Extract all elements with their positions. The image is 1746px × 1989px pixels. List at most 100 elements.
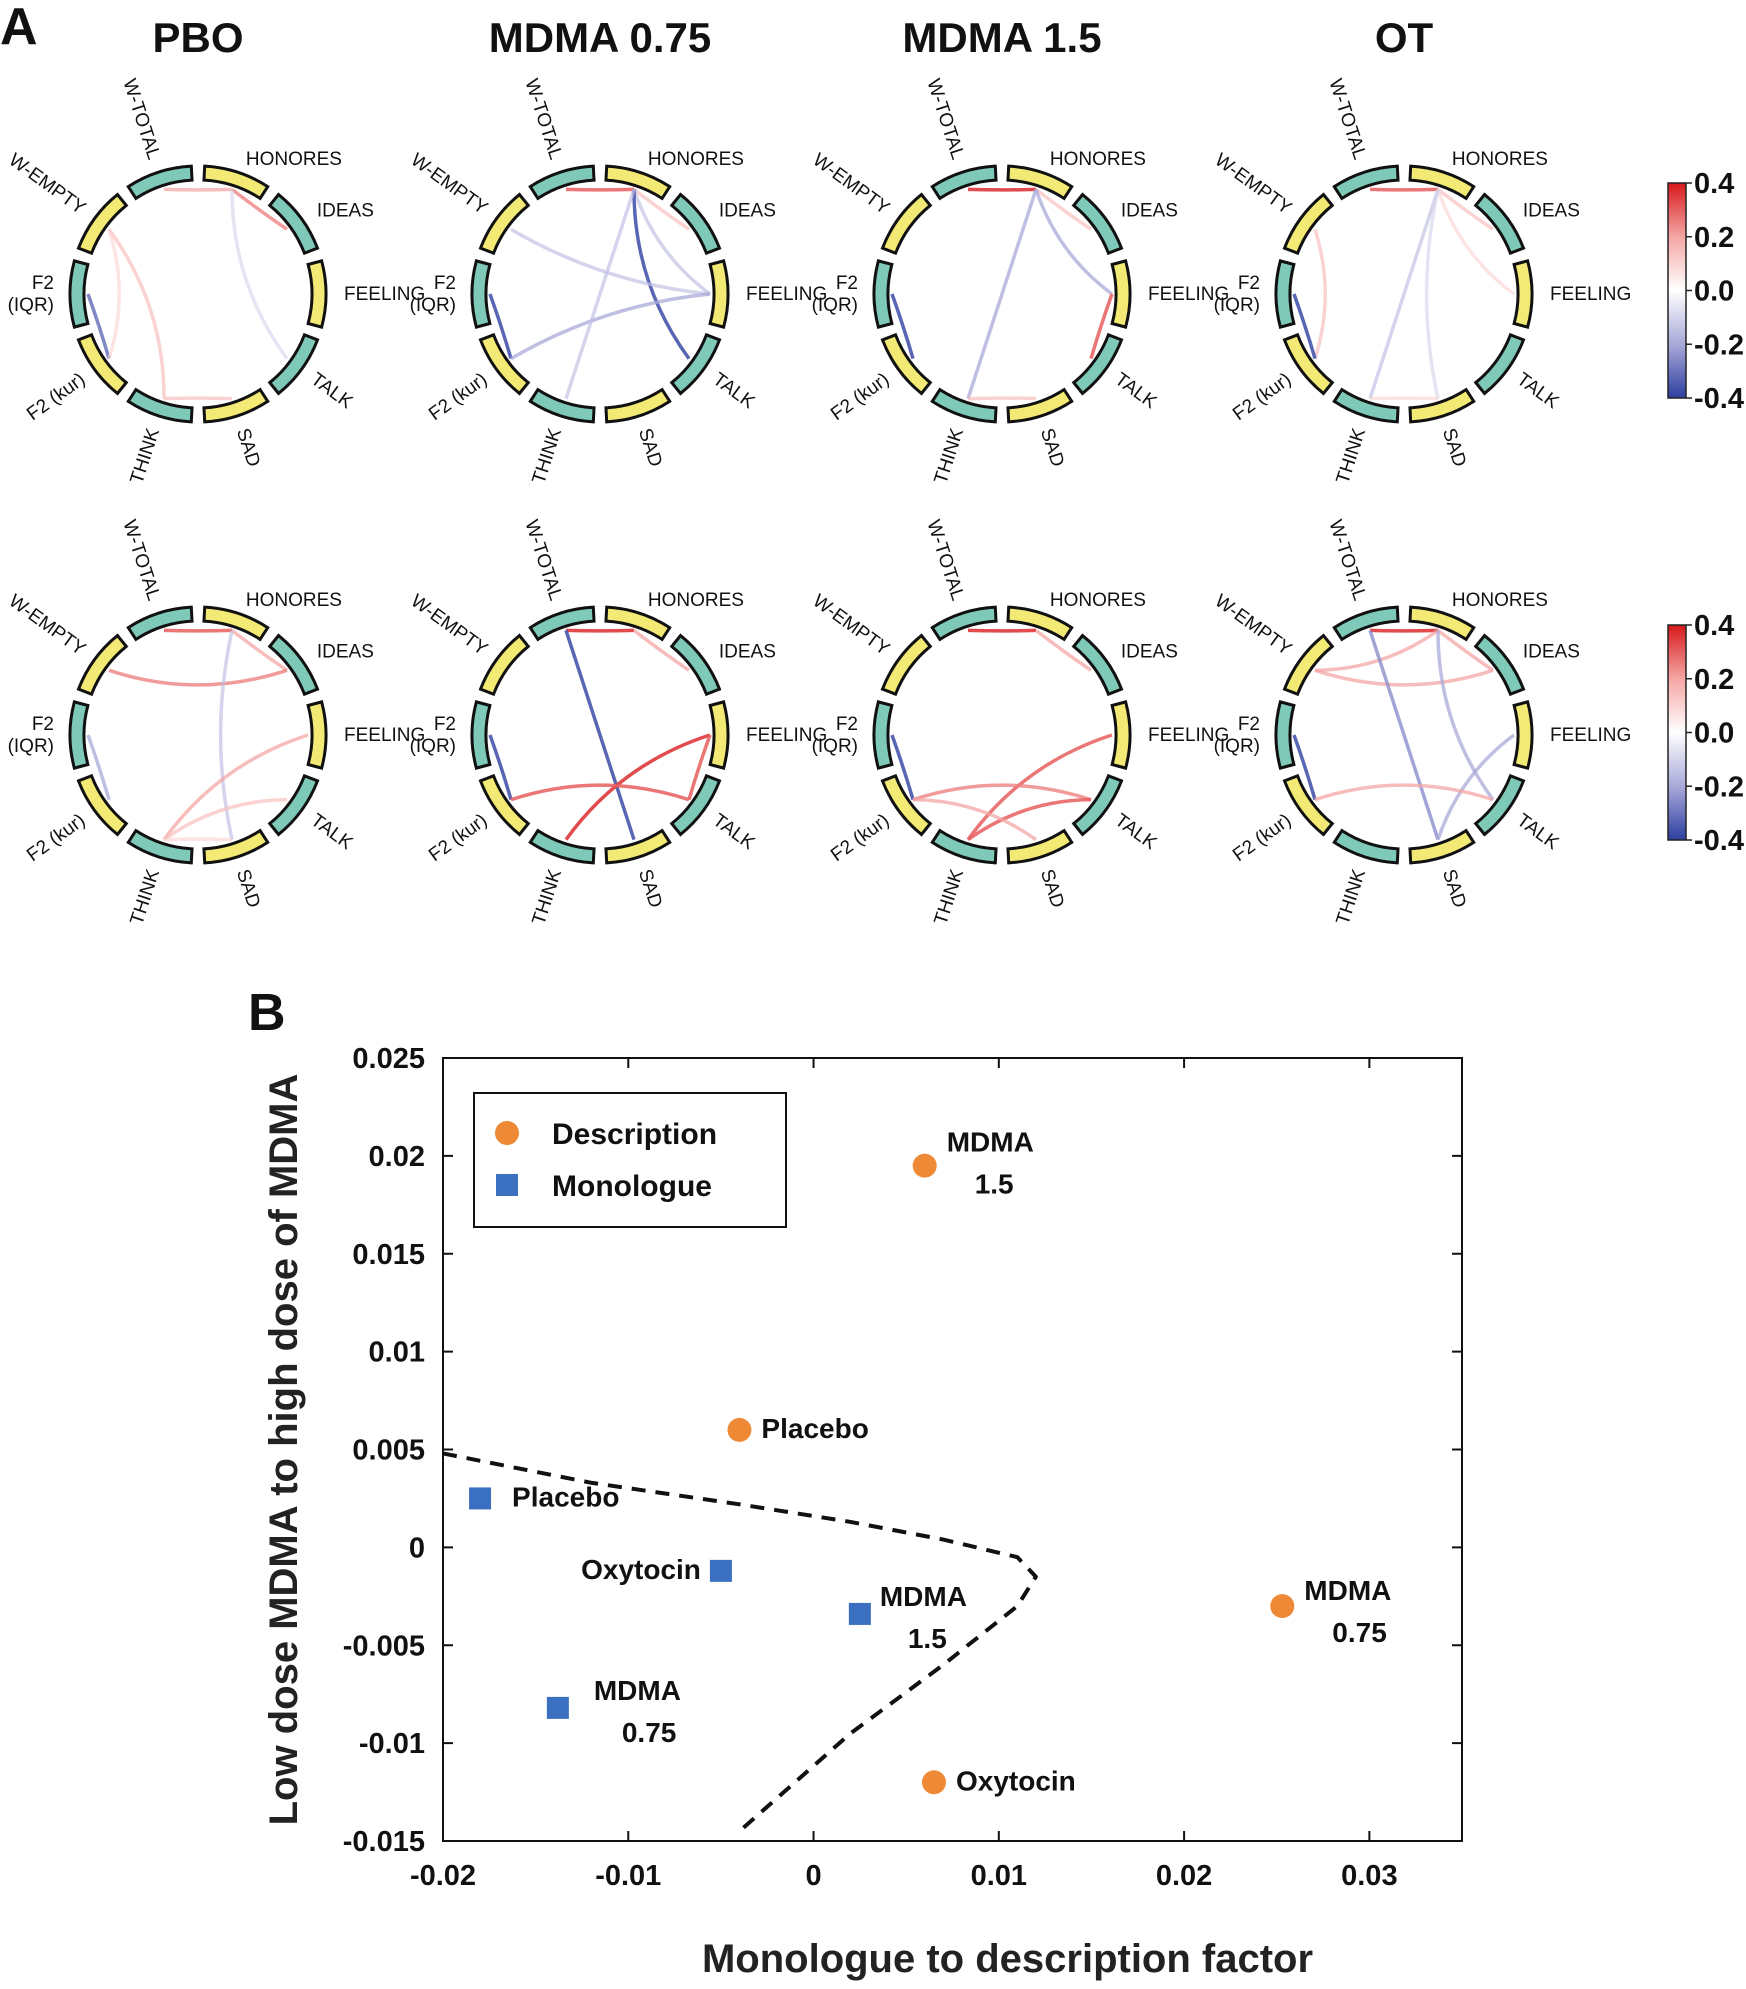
node-label: THINK xyxy=(529,425,567,486)
node-label: TALK xyxy=(709,810,759,854)
node-label: FEELING xyxy=(746,725,827,746)
legend xyxy=(473,1092,787,1228)
chord-link xyxy=(163,628,233,633)
x-tick-label: 0 xyxy=(805,1860,821,1892)
node-segment xyxy=(1408,164,1476,201)
condition-title: PBO xyxy=(152,14,243,61)
decision-boundary xyxy=(442,1451,1038,1833)
node-label: FEELING xyxy=(746,284,827,305)
y-tick-label: 0.015 xyxy=(352,1239,425,1271)
node-label: F2(IQR) xyxy=(8,273,54,316)
node-label: IDEAS xyxy=(1523,201,1580,222)
x-tick-label: 0.01 xyxy=(971,1860,1027,1892)
node-segment xyxy=(1006,605,1074,642)
node-label: W-EMPTY xyxy=(407,591,492,661)
chord-link xyxy=(108,668,288,687)
node-segment xyxy=(528,164,596,201)
node-segment xyxy=(880,633,933,697)
node-segment xyxy=(470,700,492,770)
colorbar-tick-label: 0.2 xyxy=(1694,664,1734,696)
chord-link xyxy=(966,733,1113,841)
panel-b-label: B xyxy=(248,984,286,1042)
node-segment xyxy=(880,332,933,396)
node-segment xyxy=(708,259,730,329)
chord-link xyxy=(1089,293,1114,360)
node-segment xyxy=(528,387,596,424)
chord-link xyxy=(162,733,309,841)
node-label: W-TOTAL xyxy=(922,517,968,603)
y-tick-label: -0.005 xyxy=(343,1630,425,1662)
node-segment xyxy=(68,700,90,770)
node-segment xyxy=(470,259,492,329)
chord-link xyxy=(1314,668,1494,687)
x-tick-label: 0.03 xyxy=(1341,1860,1397,1892)
y-tick-label: 0.02 xyxy=(369,1141,425,1173)
node-segment xyxy=(930,828,998,865)
panel-a-label: A xyxy=(0,0,38,56)
chord-link xyxy=(488,734,513,801)
node-label: F2(IQR) xyxy=(410,714,456,757)
node-segment xyxy=(1071,332,1124,396)
node-label: SAD xyxy=(232,867,264,911)
node-label: TALK xyxy=(307,810,357,854)
node-label: SAD xyxy=(1438,867,1470,911)
node-label: FEELING xyxy=(1148,284,1229,305)
colorbar-tick-label: -0.2 xyxy=(1694,771,1744,803)
node-label: HONORES xyxy=(648,590,744,611)
node-segment xyxy=(1408,605,1476,642)
colorbar-tick-label: -0.4 xyxy=(1694,383,1744,415)
chord-link xyxy=(218,630,234,840)
node-segment xyxy=(1473,332,1526,396)
node-segment xyxy=(1274,259,1296,329)
node-label: TALK xyxy=(709,369,759,413)
node-label: IDEAS xyxy=(1523,642,1580,663)
node-label: IDEAS xyxy=(1121,642,1178,663)
node-segment xyxy=(76,332,129,396)
node-label: TALK xyxy=(1111,810,1161,854)
node-segment xyxy=(872,700,894,770)
x-tick-label: -0.02 xyxy=(410,1860,476,1892)
chord-link xyxy=(912,797,1038,842)
node-segment xyxy=(1332,387,1400,424)
node-label: W-TOTAL xyxy=(1324,517,1370,603)
node-segment xyxy=(604,828,672,865)
node-label: TALK xyxy=(307,369,357,413)
node-label: SAD xyxy=(634,867,666,911)
colorbar xyxy=(1667,624,1687,841)
node-segment xyxy=(267,192,320,256)
node-segment xyxy=(1512,700,1534,770)
x-tick-label: 0.02 xyxy=(1156,1860,1212,1892)
chord-link xyxy=(1292,293,1317,360)
node-segment xyxy=(306,700,328,770)
data-point-description xyxy=(727,1417,752,1442)
node-segment xyxy=(604,164,672,201)
node-segment xyxy=(1282,773,1335,837)
node-label: F2(IQR) xyxy=(812,273,858,316)
node-segment xyxy=(880,192,933,256)
node-segment xyxy=(1071,633,1124,697)
node-segment xyxy=(202,605,270,642)
node-label: W-TOTAL xyxy=(1324,76,1370,162)
node-label: HONORES xyxy=(1452,590,1548,611)
colorbar-tick-label: 0.4 xyxy=(1694,610,1734,642)
node-label: THINK xyxy=(931,866,969,927)
chord-link xyxy=(1313,228,1327,360)
node-label: FEELING xyxy=(344,284,425,305)
node-label: SAD xyxy=(232,426,264,470)
node-segment xyxy=(267,633,320,697)
node-label: W-EMPTY xyxy=(809,150,894,220)
node-segment xyxy=(1006,164,1074,201)
node-segment xyxy=(1332,605,1400,642)
colorbar-tick-label: -0.2 xyxy=(1694,329,1744,361)
node-segment xyxy=(604,605,672,642)
node-segment xyxy=(1006,387,1074,424)
y-tick-label: 0.025 xyxy=(352,1043,425,1075)
